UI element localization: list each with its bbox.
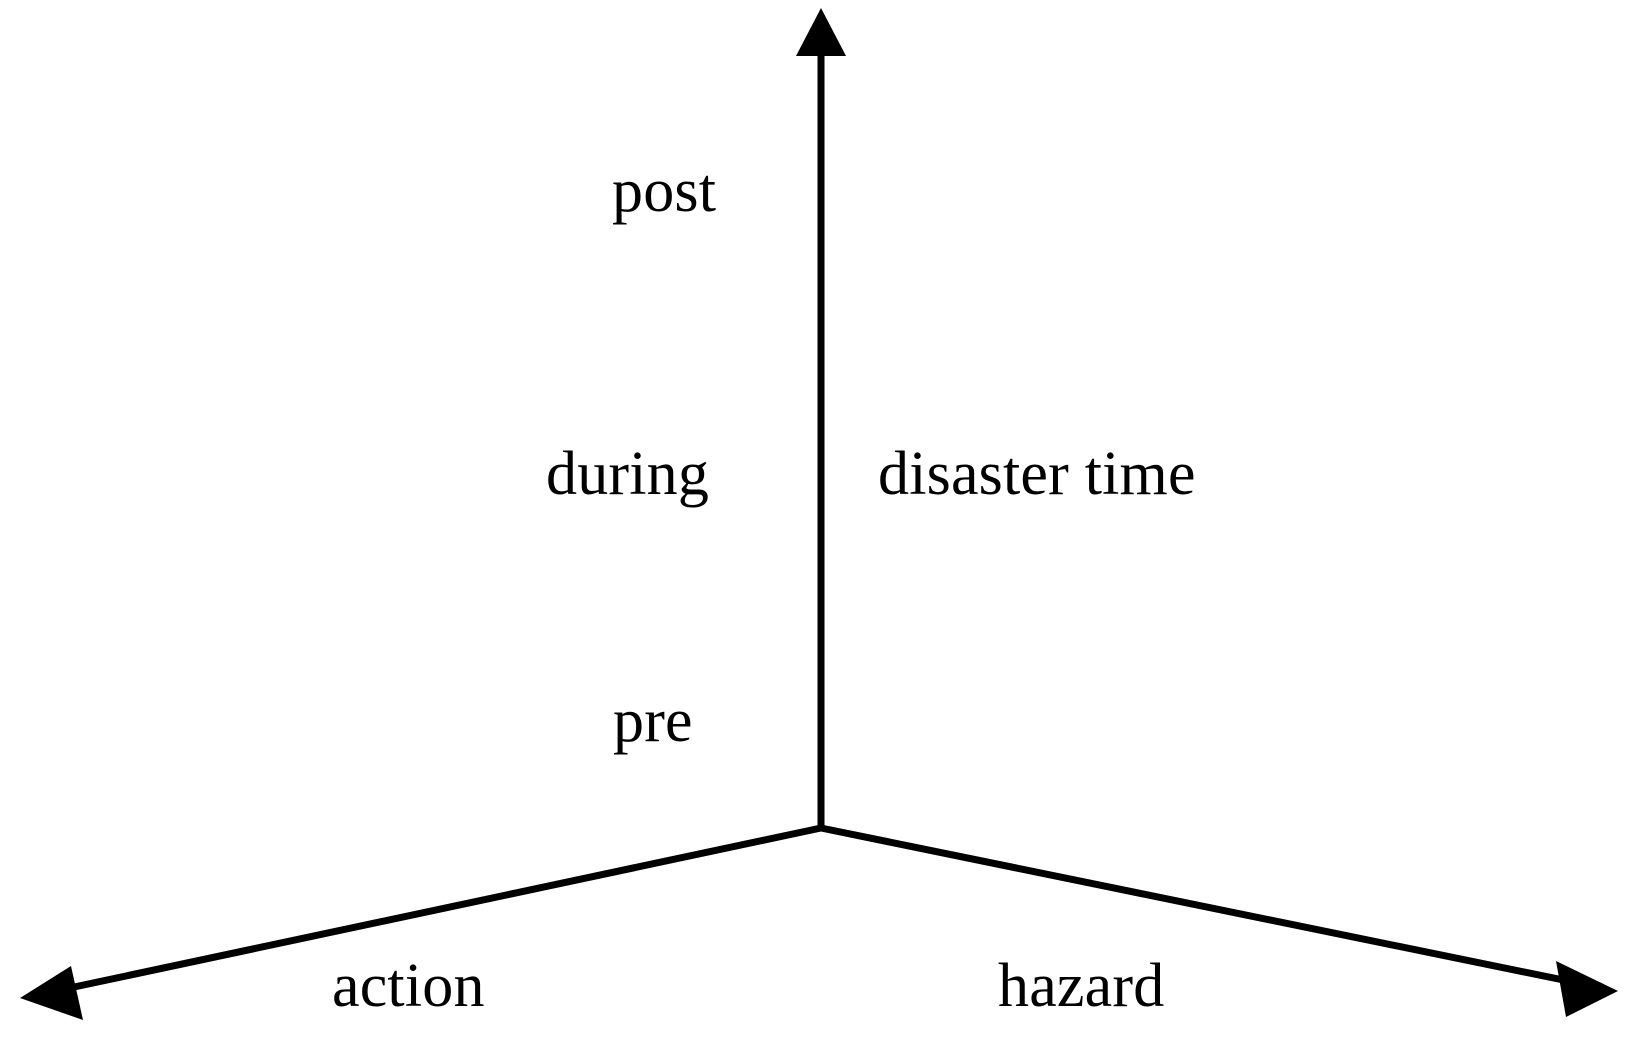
left-axis — [20, 824, 822, 1020]
right-axis-arrowhead — [1556, 961, 1618, 1017]
right-axis-title: hazard — [998, 952, 1165, 1020]
vertical-axis-title: disaster time — [878, 440, 1196, 508]
right-axis — [820, 824, 1618, 1017]
axis-tick-label-during: during — [546, 440, 710, 508]
left-axis-arrowhead — [20, 966, 83, 1020]
right-axis-line — [820, 824, 1579, 987]
axis-tick-label-post: post — [612, 157, 717, 225]
left-axis-title: action — [332, 952, 485, 1020]
vertical-axis-arrowhead — [796, 8, 846, 56]
left-axis-line — [59, 824, 822, 994]
vertical-axis — [796, 8, 846, 828]
axis-tick-label-pre: pre — [613, 687, 693, 755]
